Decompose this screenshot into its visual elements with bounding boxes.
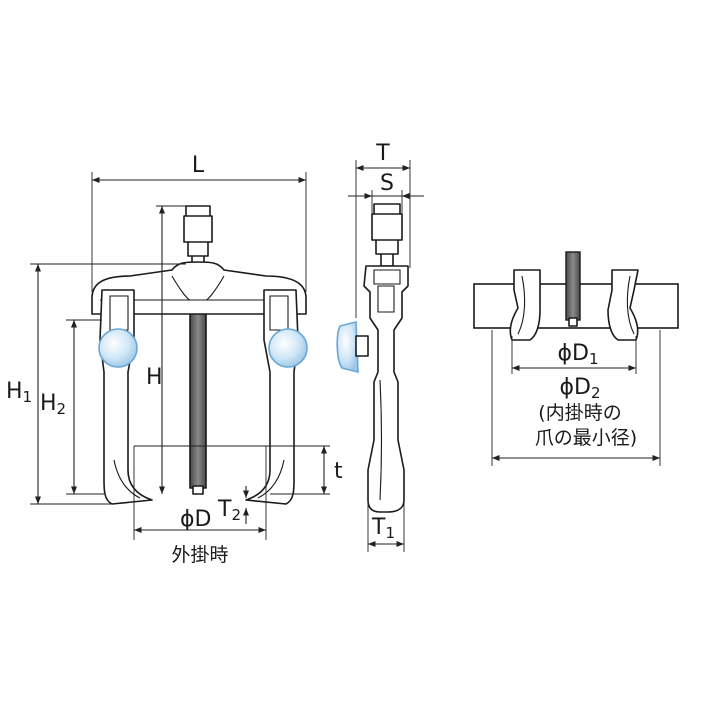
label-inner-note-2: 爪の最小径): [535, 427, 637, 449]
label-S: S: [380, 171, 394, 196]
label-H2: H2: [40, 391, 66, 418]
label-inner-note-1: (内掛時の: [538, 402, 621, 424]
label-H: H: [146, 365, 163, 390]
front-yoke-ribs: [171, 275, 225, 301]
dim-T: T: [355, 141, 411, 318]
inner-screw-rod: [565, 251, 581, 321]
dim-S: S: [348, 171, 424, 214]
side-view: [336, 203, 409, 513]
inner-right-jaw-shade: [626, 275, 635, 335]
dim-H: H: [146, 205, 186, 494]
front-bolt-head: [183, 205, 213, 269]
dim-phiD1: ϕD1: [511, 336, 637, 374]
right-knob-icon: [268, 328, 308, 368]
label-phiD2: ϕD2: [560, 375, 601, 402]
label-T1: T1: [371, 515, 395, 542]
dim-H1: H1: [6, 263, 186, 505]
side-head: [373, 269, 401, 285]
side-slot: [377, 285, 395, 313]
label-L: L: [192, 153, 205, 178]
front-view: [91, 205, 308, 505]
dim-T1: T1: [367, 500, 405, 552]
dim-H2: H2: [40, 319, 104, 495]
front-left-jaw-tip: [113, 459, 141, 499]
label-H1: H1: [6, 379, 32, 406]
front-rod-tip: [192, 485, 204, 495]
side-knob-shaft: [355, 335, 369, 357]
front-right-jaw: [245, 289, 299, 505]
front-right-jaw-tip: [257, 459, 285, 499]
label-t: t: [334, 459, 343, 484]
label-T2: T2: [217, 497, 241, 524]
side-arm-shade: [379, 379, 383, 501]
left-knob-icon: [98, 328, 138, 368]
label-phiD1: ϕD1: [558, 341, 599, 368]
inner-rod-tip: [568, 317, 578, 327]
label-phiD: ϕD: [180, 507, 211, 532]
inner-left-jaw-shade: [517, 275, 526, 335]
front-screw-rod: [189, 299, 207, 489]
side-bolt: [371, 203, 403, 267]
dim-phiD2: ϕD2 (内掛時の 爪の最小径): [491, 330, 661, 466]
front-yoke: [91, 261, 307, 315]
inner-grip-view: [473, 251, 679, 341]
dim-L: L: [91, 153, 307, 292]
front-left-jaw-slot: [109, 295, 129, 331]
label-T: T: [375, 141, 390, 166]
side-body: [363, 265, 409, 513]
side-knob-icon: [336, 320, 359, 374]
dim-phiD: ϕD T2 外掛時: [133, 446, 267, 566]
dim-t: t: [134, 445, 343, 495]
label-outer-grip: 外掛時: [171, 544, 228, 566]
front-left-jaw: [99, 289, 153, 505]
